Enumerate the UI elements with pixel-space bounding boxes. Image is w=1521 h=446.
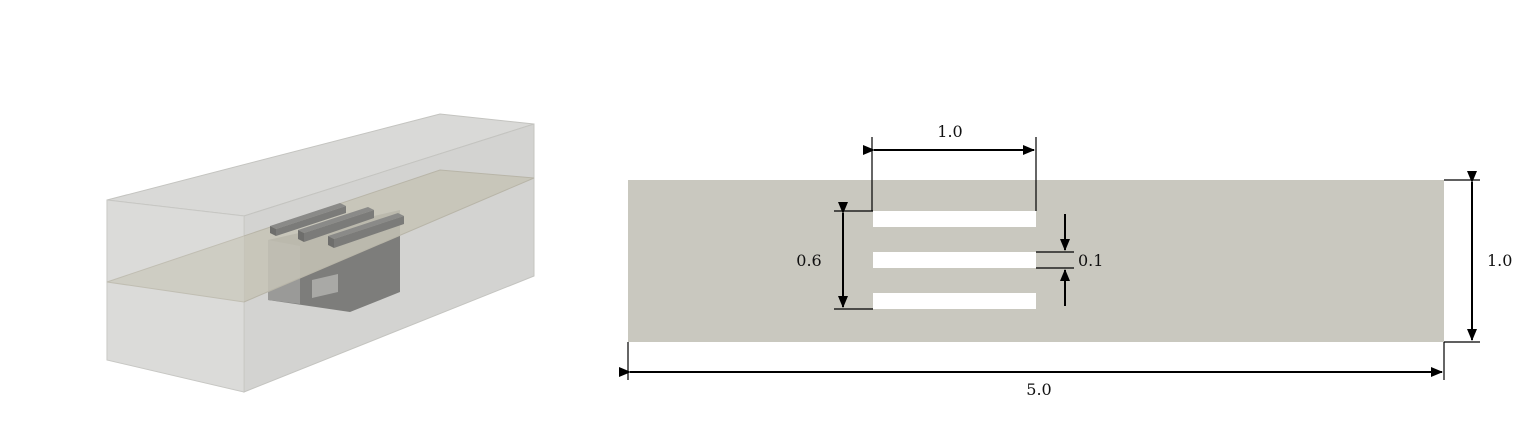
height-label: 1.0 (1487, 251, 1512, 270)
box-front-glass (107, 200, 244, 392)
rib (276, 206, 346, 236)
gap-label: 0.1 (1078, 251, 1103, 270)
rib (270, 203, 346, 229)
slot-top (873, 211, 1036, 227)
length-label: 5.0 (1026, 380, 1051, 399)
rib (298, 207, 374, 233)
ribs (270, 203, 404, 248)
slots-span-label: 0.6 (796, 251, 821, 270)
inner-block-window (312, 274, 338, 298)
rib (304, 210, 374, 242)
rib (334, 216, 404, 248)
isometric-view (106, 113, 535, 393)
slot-middle (873, 252, 1036, 268)
rib (328, 236, 334, 248)
rib (328, 213, 404, 239)
slot-bottom (873, 293, 1036, 309)
width-label: 1.0 (937, 122, 962, 141)
dimensioned-view: 1.0 0.6 0.1 1.0 5.0 (619, 122, 1512, 399)
rib (270, 226, 276, 236)
rib (298, 230, 304, 242)
